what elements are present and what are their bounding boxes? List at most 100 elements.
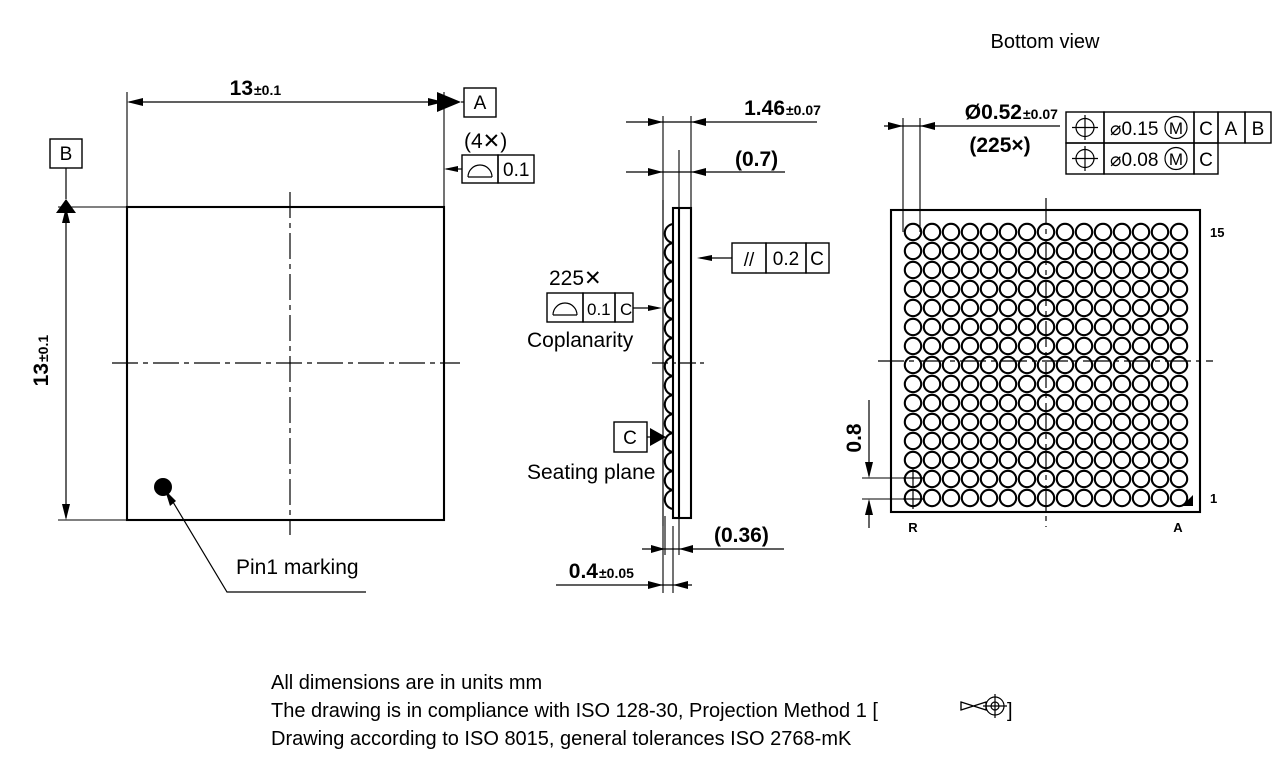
solder-ball [979, 393, 999, 413]
solder-ball [1093, 222, 1113, 242]
solder-ball [1150, 393, 1170, 413]
position-tolerance-row2: ⌀0.08 [1110, 150, 1158, 171]
solder-ball [1169, 241, 1189, 261]
solder-ball [1093, 469, 1113, 489]
solder-ball [941, 317, 961, 337]
solder-ball [922, 241, 942, 261]
solder-ball [1055, 279, 1075, 299]
position-symbol-row2 [1072, 146, 1098, 171]
solder-ball [1055, 317, 1075, 337]
solder-ball [998, 393, 1018, 413]
solder-ball [1017, 412, 1037, 432]
coplanarity-leader-arrow [648, 305, 662, 311]
solder-ball [903, 241, 923, 261]
solder-ball [1017, 241, 1037, 261]
solder-ball [1112, 222, 1132, 242]
mmc-modifier-row1: M [1169, 119, 1183, 138]
solder-ball [922, 222, 942, 242]
solder-ball [1131, 222, 1151, 242]
solder-ball [1055, 412, 1075, 432]
solder-ball [1131, 260, 1151, 280]
solder-ball [960, 450, 980, 470]
solder-ball [1112, 431, 1132, 451]
solder-ball [979, 374, 999, 394]
coplanarity-label: Coplanarity [527, 329, 634, 352]
solder-ball [1150, 298, 1170, 318]
solder-ball [979, 279, 999, 299]
side-view-ball-column [663, 222, 674, 511]
solder-ball [960, 469, 980, 489]
solder-ball [1169, 260, 1189, 280]
solder-ball [979, 222, 999, 242]
parallelism-frame: // 0.2 C [731, 242, 830, 274]
solder-ball [1093, 241, 1113, 261]
solder-ball [1093, 374, 1113, 394]
left-dim-arrow-bottom [62, 504, 70, 520]
solder-ball [922, 298, 942, 318]
solder-ball [1112, 260, 1132, 280]
solder-ball [903, 393, 923, 413]
solder-ball [922, 260, 942, 280]
solder-ball [1131, 279, 1151, 299]
solder-ball [1131, 412, 1151, 432]
solder-ball [998, 241, 1018, 261]
side-view-ball-height-tolerance: ±0.05 [599, 565, 634, 581]
side-dim036-arrow-left [651, 545, 665, 553]
ball-dia-arrow-left [888, 122, 903, 130]
solder-ball [1017, 279, 1037, 299]
solder-ball [1074, 412, 1094, 432]
ball-grid [903, 222, 1189, 508]
mmc-circle-row2 [1164, 146, 1188, 171]
solder-ball [998, 298, 1018, 318]
solder-ball [903, 374, 923, 394]
solder-ball [903, 431, 923, 451]
top-view-width-tolerance: ±0.1 [254, 82, 281, 98]
side-dim146-arrow-right [691, 118, 706, 126]
solder-ball [1112, 355, 1132, 375]
solder-ball [1017, 374, 1037, 394]
position-datum-b-row1: B [1252, 119, 1265, 140]
solder-ball [1150, 241, 1170, 261]
solder-ball [1150, 279, 1170, 299]
solder-ball [998, 222, 1018, 242]
solder-ball [922, 336, 942, 356]
solder-ball [922, 317, 942, 337]
pin1-leader-arrow [165, 490, 176, 506]
side-dim07-arrow-left [648, 168, 663, 176]
solder-ball [960, 298, 980, 318]
solder-ball [979, 355, 999, 375]
datum-b-box [49, 138, 83, 169]
solder-ball [979, 336, 999, 356]
solder-ball [1055, 355, 1075, 375]
solder-ball [1055, 488, 1075, 508]
solder-ball [941, 298, 961, 318]
top-view-profile-count: (4✕) [464, 130, 507, 153]
coplanarity-frame: 0.1 C [546, 292, 634, 323]
solder-ball [1055, 222, 1075, 242]
solder-ball [1131, 431, 1151, 451]
datum-b-triangle [56, 199, 76, 213]
solder-ball [1055, 336, 1075, 356]
solder-ball [941, 241, 961, 261]
solder-ball [1112, 488, 1132, 508]
solder-ball [1150, 355, 1170, 375]
solder-ball [1093, 336, 1113, 356]
solder-ball [922, 374, 942, 394]
solder-ball [1112, 412, 1132, 432]
solder-ball [1150, 488, 1170, 508]
position-tolerance-row1: ⌀0.15 [1110, 119, 1158, 140]
solder-ball [1074, 260, 1094, 280]
solder-ball [979, 412, 999, 432]
side-view-body-height: (0.7) [735, 148, 778, 171]
ball-dia-arrow-right [920, 122, 935, 130]
solder-ball [1131, 241, 1151, 261]
solder-ball [960, 412, 980, 432]
side-view-total-height-value: 1.46 [744, 97, 785, 120]
solder-ball [998, 412, 1018, 432]
solder-ball [1017, 317, 1037, 337]
bottom-view-row-label-bottom: 1 [1210, 491, 1217, 506]
solder-ball [1112, 298, 1132, 318]
solder-ball [922, 393, 942, 413]
solder-ball [903, 317, 923, 337]
